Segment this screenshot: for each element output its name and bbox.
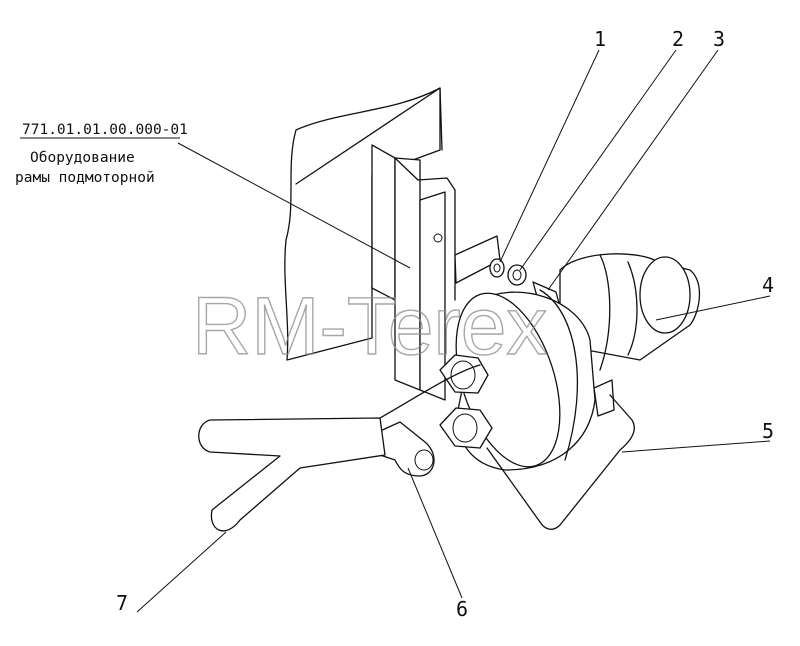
reference-caption-line1: Оборудование: [30, 150, 135, 166]
callout-6: 6: [456, 597, 468, 621]
callout-7: 7: [116, 591, 128, 615]
callout-3: 3: [713, 27, 725, 51]
watermark: RM-Terex: [192, 281, 547, 372]
mounting-bracket: [371, 144, 501, 401]
cable: [198, 364, 481, 532]
leader-lines: [136, 49, 771, 613]
cylinder-housing: [559, 253, 701, 371]
callout-4: 4: [762, 273, 774, 297]
wire-clamp: [486, 379, 635, 530]
callout-numbers: 1 2 3 4 5 6 7: [116, 27, 774, 621]
reference-caption-line2: рамы подмоторной: [15, 170, 155, 186]
cable-lug: [377, 421, 435, 477]
reference-block: 771.01.01.00.000-01 Оборудование рамы по…: [15, 122, 188, 186]
nuts: [439, 354, 493, 449]
callout-2: 2: [672, 27, 684, 51]
reference-code: 771.01.01.00.000-01: [22, 122, 188, 138]
frame-plate: [284, 87, 443, 361]
callout-5: 5: [762, 419, 774, 443]
callout-1: 1: [594, 27, 606, 51]
